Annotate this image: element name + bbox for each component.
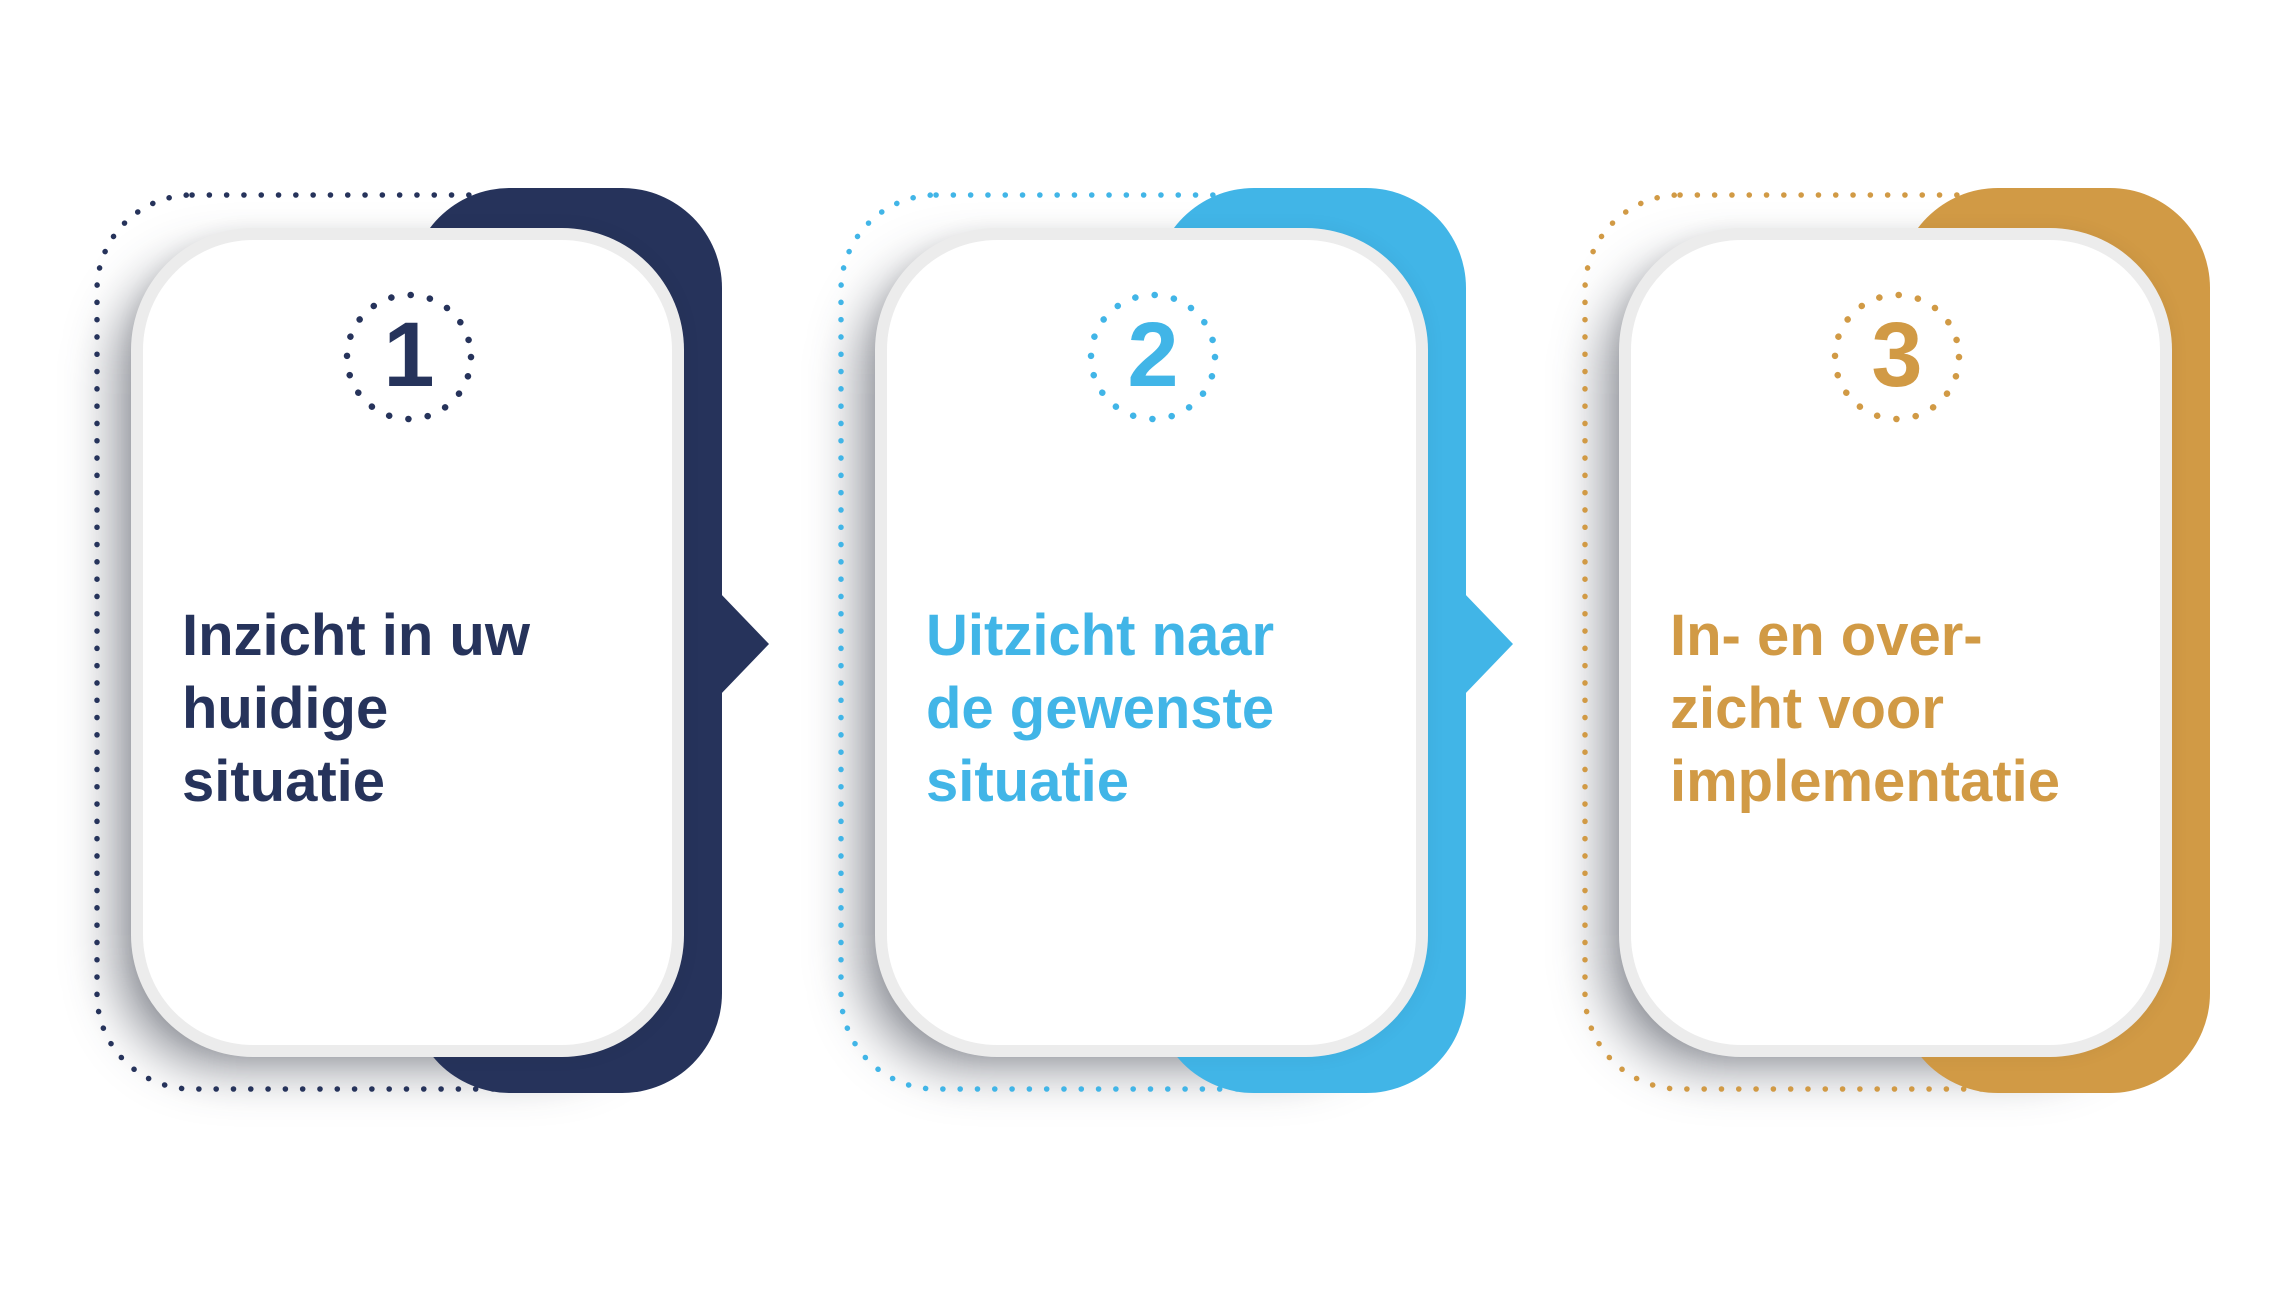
step-number-badge: 2 [1087, 291, 1219, 423]
step-number: 3 [1871, 304, 1923, 406]
step-card-3: 3 In- en over- zicht voor implementatie [1582, 188, 2272, 1093]
step-number: 2 [1127, 304, 1179, 406]
dotted-border-icon [1582, 192, 2128, 1092]
step-number-badge: 3 [1831, 291, 1963, 423]
dotted-border-icon [838, 192, 1384, 1092]
dotted-circle-icon [1087, 291, 1219, 423]
card-panel [143, 240, 672, 1045]
step-title: Inzicht in uw huidige situatie [182, 603, 530, 814]
step-title: In- en over- zicht voor implementatie [1670, 603, 2060, 814]
card-panel [887, 240, 1416, 1045]
card-panel [1631, 240, 2160, 1045]
dotted-border-icon [94, 192, 640, 1092]
step-number-badge: 1 [343, 291, 475, 423]
dotted-circle-icon [1831, 291, 1963, 423]
arrow-right-icon [719, 592, 769, 696]
step-card-2: 2 Uitzicht naar de gewenste situatie [838, 188, 1528, 1093]
dotted-circle-icon [343, 291, 475, 423]
step-card-1: 1 Inzicht in uw huidige situatie [94, 188, 784, 1093]
step-number: 1 [383, 304, 435, 406]
arrow-right-icon [1463, 592, 1513, 696]
step-title: Uitzicht naar de gewenste situatie [926, 603, 1275, 814]
